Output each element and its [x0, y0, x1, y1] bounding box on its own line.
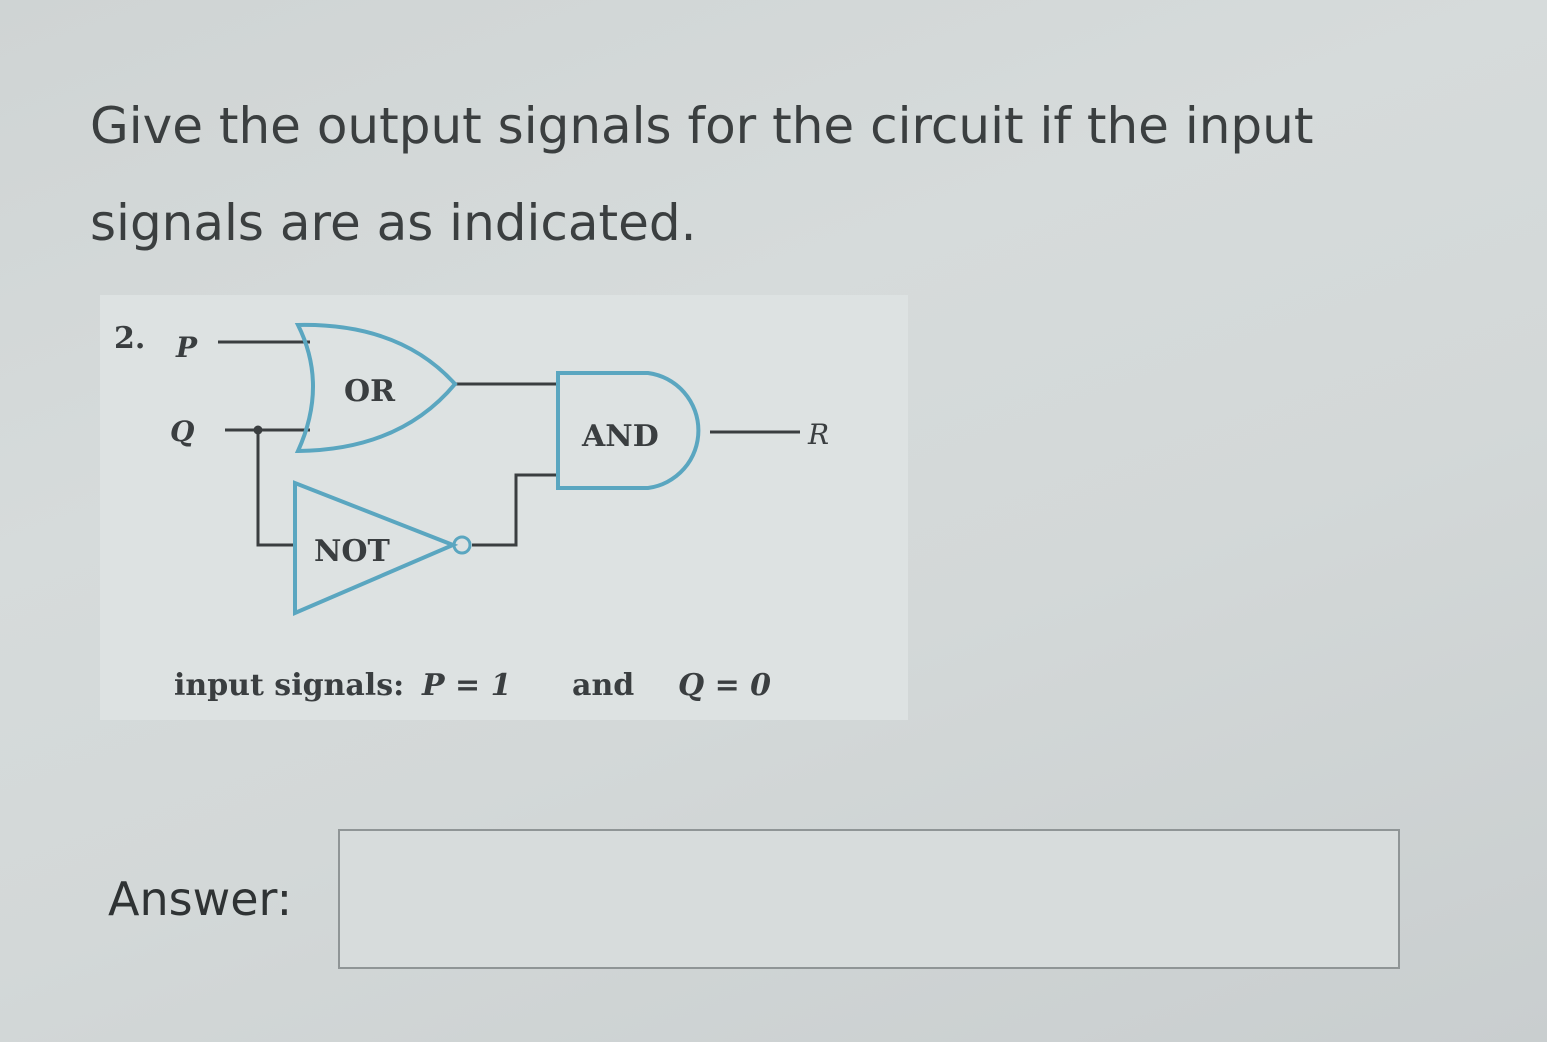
label-p: P	[175, 331, 198, 364]
answer-label: Answer:	[108, 872, 293, 926]
circuit-figure: 2. P Q R OR AND NOT input signals: P = 1…	[100, 295, 908, 720]
question-text: Give the output signals for the circuit …	[90, 97, 1314, 252]
caption-q-eq: Q = 0	[678, 668, 771, 703]
or-gate-label: OR	[344, 374, 396, 409]
junction-dot	[253, 425, 263, 435]
not-gate-bubble	[452, 535, 472, 555]
and-gate-shape	[556, 371, 701, 490]
or-gate-shape	[294, 322, 458, 454]
not-gate-label: NOT	[314, 534, 391, 569]
not-gate-shape	[293, 480, 459, 617]
label-r: R	[807, 418, 829, 451]
answer-input[interactable]	[338, 829, 1400, 969]
label-q: Q	[170, 415, 194, 448]
wire-not-and	[472, 473, 558, 547]
wire-q-branch	[256, 430, 295, 547]
and-gate-label: AND	[581, 419, 659, 454]
circuit-diagram: 2. P Q R OR AND NOT input signals: P = 1…	[114, 321, 829, 703]
caption-prefix: input signals:	[174, 668, 404, 703]
caption-and: and	[572, 668, 634, 703]
problem-number: 2.	[114, 321, 145, 356]
caption-p-eq: P = 1	[421, 668, 511, 703]
